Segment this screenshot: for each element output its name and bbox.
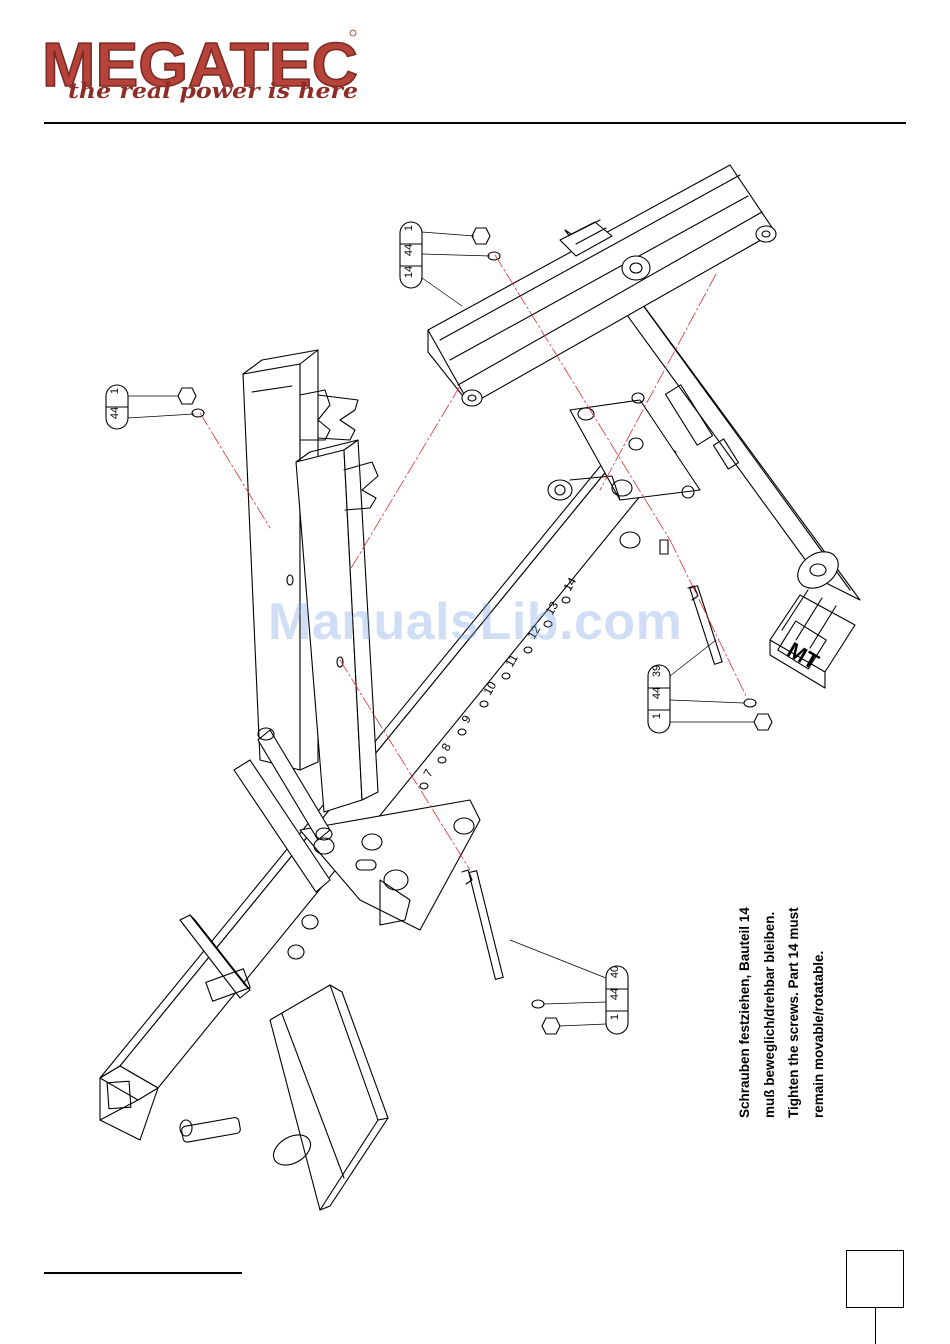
hole-label: 9 [458, 712, 474, 725]
callout-top-right: 1 44 14 [400, 222, 422, 288]
callout-top-left: 1 44 [106, 385, 128, 429]
main-frame-tube [100, 430, 676, 1140]
washer-44-bottom [532, 1000, 544, 1008]
callout-label: 39 [651, 665, 663, 677]
callout-bottom-middle: 40 44 1 [606, 966, 628, 1034]
note-english-line-2: remain movable/rotatable. [807, 873, 832, 1118]
bolt-40 [462, 870, 560, 1034]
assembly-note: Schrauben festziehen, Bauteil 14 muß bew… [733, 873, 831, 1118]
callout-label: 1 [109, 388, 121, 394]
callout-right-middle: 39 44 1 [648, 665, 670, 733]
hole-label: 8 [438, 740, 454, 753]
callout-label: 14 [403, 266, 415, 278]
washer-44-right [744, 699, 756, 707]
watermark: ManualsLib.com [268, 592, 682, 652]
callout-label: 1 [609, 1014, 621, 1020]
foot-holder-tube [428, 165, 776, 406]
note-english-line-1: Tighten the screws. Part 14 must [782, 873, 807, 1118]
nut-1-right [754, 714, 772, 730]
bolt-39 [688, 586, 772, 730]
callout-label: 44 [609, 988, 621, 1000]
callout-label: 40 [609, 966, 621, 978]
nut-1-bottom [542, 1018, 560, 1034]
page-number-box [846, 1250, 904, 1308]
page-box-tick [875, 1307, 876, 1344]
callout-label: 1 [651, 713, 663, 719]
callout-label: 44 [403, 244, 415, 256]
note-german-line-2: muß beweglich/drehbar bleiben. [758, 873, 783, 1118]
callout-label: 44 [109, 407, 121, 419]
footer-rule [44, 1272, 242, 1274]
foot-pad-block: MT [770, 544, 855, 688]
callout-label: 1 [403, 225, 415, 231]
note-german-line-1: Schrauben festziehen, Bauteil 14 [733, 873, 758, 1118]
hole-label: 7 [420, 766, 436, 779]
callout-label: 44 [651, 687, 663, 699]
